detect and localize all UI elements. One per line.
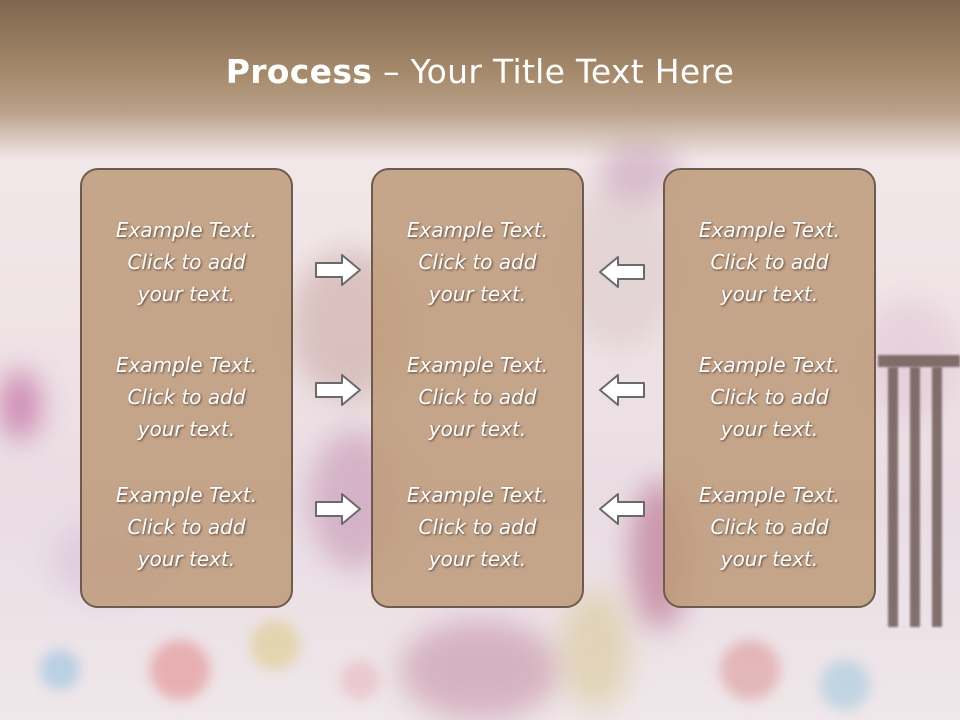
text-line: your text. bbox=[137, 417, 236, 441]
text-block[interactable]: Example Text. Click to add your text. bbox=[373, 349, 582, 445]
text-line: Click to add bbox=[710, 385, 829, 409]
text-line: Click to add bbox=[127, 515, 246, 539]
left-arrow-icon bbox=[599, 256, 645, 288]
text-block[interactable]: Example Text. Click to add your text. bbox=[373, 214, 582, 310]
text-line: Click to add bbox=[418, 250, 537, 274]
text-line: Example Text. bbox=[406, 353, 549, 377]
text-line: Click to add bbox=[418, 515, 537, 539]
text-line: Click to add bbox=[710, 515, 829, 539]
text-block[interactable]: Example Text. Click to add your text. bbox=[665, 479, 874, 575]
process-box-left[interactable]: Example Text. Click to add your text. Ex… bbox=[80, 168, 293, 608]
right-arrow-icon bbox=[315, 254, 361, 286]
right-arrow-icon bbox=[315, 374, 361, 406]
text-block[interactable]: Example Text. Click to add your text. bbox=[82, 214, 291, 310]
title-bar bbox=[0, 0, 960, 160]
text-block[interactable]: Example Text. Click to add your text. bbox=[665, 214, 874, 310]
text-line: your text. bbox=[137, 282, 236, 306]
text-line: your text. bbox=[428, 417, 527, 441]
text-block[interactable]: Example Text. Click to add your text. bbox=[373, 479, 582, 575]
title-rest: – Your Title Text Here bbox=[372, 52, 735, 91]
text-line: Example Text. bbox=[698, 483, 841, 507]
process-box-center[interactable]: Example Text. Click to add your text. Ex… bbox=[371, 168, 584, 608]
text-line: your text. bbox=[720, 282, 819, 306]
text-line: Example Text. bbox=[115, 483, 258, 507]
text-line: Click to add bbox=[127, 385, 246, 409]
title-bold: Process bbox=[225, 52, 373, 91]
text-line: your text. bbox=[137, 547, 236, 571]
text-line: Click to add bbox=[127, 250, 246, 274]
text-line: Click to add bbox=[418, 385, 537, 409]
left-arrow-icon bbox=[599, 374, 645, 406]
text-line: Example Text. bbox=[115, 218, 258, 242]
text-block[interactable]: Example Text. Click to add your text. bbox=[82, 479, 291, 575]
text-line: Click to add bbox=[710, 250, 829, 274]
text-block[interactable]: Example Text. Click to add your text. bbox=[665, 349, 874, 445]
text-line: Example Text. bbox=[115, 353, 258, 377]
text-line: Example Text. bbox=[406, 218, 549, 242]
right-arrow-icon bbox=[315, 493, 361, 525]
process-box-right[interactable]: Example Text. Click to add your text. Ex… bbox=[663, 168, 876, 608]
text-line: your text. bbox=[720, 417, 819, 441]
text-line: your text. bbox=[428, 547, 527, 571]
slide-title[interactable]: Process – Your Title Text Here bbox=[0, 52, 960, 91]
text-line: Example Text. bbox=[698, 218, 841, 242]
text-line: your text. bbox=[720, 547, 819, 571]
text-line: Example Text. bbox=[698, 353, 841, 377]
text-block[interactable]: Example Text. Click to add your text. bbox=[82, 349, 291, 445]
text-line: your text. bbox=[428, 282, 527, 306]
text-line: Example Text. bbox=[406, 483, 549, 507]
left-arrow-icon bbox=[599, 493, 645, 525]
